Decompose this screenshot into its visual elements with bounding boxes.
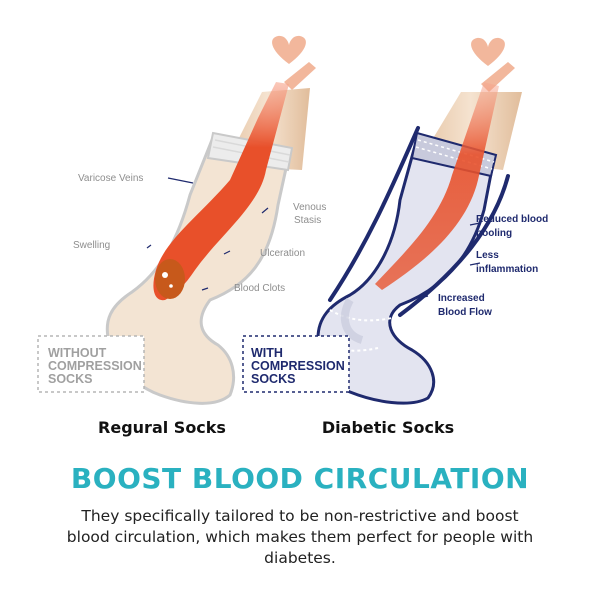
compression-line-right [398, 174, 510, 317]
headline: BOOST BLOOD CIRCULATION [70, 462, 530, 495]
label-ulceration: Ulceration [260, 248, 305, 259]
compression-line-left [328, 126, 420, 302]
artery-tube [284, 62, 316, 90]
badge-with-frame [242, 335, 350, 393]
description: They specifically tailored to be non-res… [66, 507, 534, 567]
label-venous: Venous [293, 202, 326, 213]
label-inflammation: inflammation [476, 264, 538, 275]
label-swelling: Swelling [73, 240, 110, 251]
badge-without-line1: WITHOUT [48, 346, 107, 360]
badge-with-line1: WITH [251, 346, 283, 360]
badge-with-line3: SOCKS [251, 372, 295, 386]
blood-vessel [375, 82, 499, 290]
blood-vessel [153, 82, 289, 301]
label-reduced-blood: Reduced blood [476, 214, 548, 225]
illustration: Varicose Veins Venous Stasis Swelling Ul… [37, 35, 548, 405]
badge-with-line2: COMPRESSION [251, 359, 345, 373]
caption-diabetic-socks: Diabetic Socks [321, 418, 455, 437]
label-varicose-veins: Varicose Veins [78, 173, 143, 184]
badge-without-frame [37, 335, 145, 393]
caption-regular-socks: Regural Socks [98, 418, 226, 437]
label-pooling: pooling [476, 228, 512, 239]
badge-without-line2: COMPRESSION [48, 359, 142, 373]
label-blood-flow: Blood Flow [438, 307, 492, 318]
right-leg-group: Reduced blood pooling Less inflammation … [242, 37, 548, 405]
badge-without-line3: SOCKS [48, 372, 92, 386]
heart-icon [471, 37, 505, 66]
label-blood-clots: Blood Clots [234, 283, 285, 294]
heart-icon [272, 35, 306, 64]
blood-clot [155, 259, 185, 299]
left-leg-group: Varicose Veins Venous Stasis Swelling Ul… [37, 35, 326, 405]
label-increased: Increased [438, 293, 485, 304]
label-stasis: Stasis [294, 215, 321, 226]
label-less: Less [476, 250, 499, 261]
